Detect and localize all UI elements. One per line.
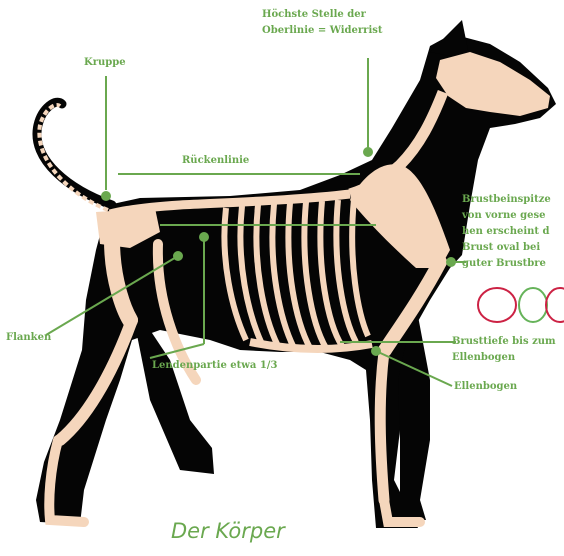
depth-label-line-1: Brusttiefe bis zum (452, 335, 556, 349)
wither-label-line-1: Höchste Stelle der (262, 8, 366, 22)
chest-label-line-5: guter Brustbre (462, 257, 546, 271)
loin-label: Lendenpartie etwa 1/3 (152, 359, 277, 373)
wither-label-line-2: Oberlinie = Widerrist (262, 24, 383, 38)
tail-bones (39, 105, 108, 210)
chest-label-line-3: hen erscheint d (462, 225, 550, 239)
chest-shape-circles (478, 288, 564, 322)
back-label: Rückenlinie (182, 154, 249, 168)
diagram-caption: Der Körper (171, 519, 285, 543)
croup-marker (101, 191, 111, 201)
chest-label-line-4: Brust oval bei (462, 241, 540, 255)
depth-label-line-2: Ellenbogen (452, 351, 515, 365)
croup-label: Kruppe (84, 56, 126, 70)
dog-tail (37, 102, 112, 205)
circle-wide-chest (546, 288, 564, 322)
wither-marker (363, 147, 373, 157)
circle-narrow-chest (478, 288, 516, 322)
chest-label-line-2: von vorne gese (462, 209, 545, 223)
chest-label-line-1: Brustbeinspitze (462, 193, 551, 207)
flank-label: Flanken (6, 331, 51, 345)
front-radius (380, 352, 384, 500)
elbow-label: Ellenbogen (454, 380, 517, 394)
circle-good-chest (519, 288, 547, 322)
